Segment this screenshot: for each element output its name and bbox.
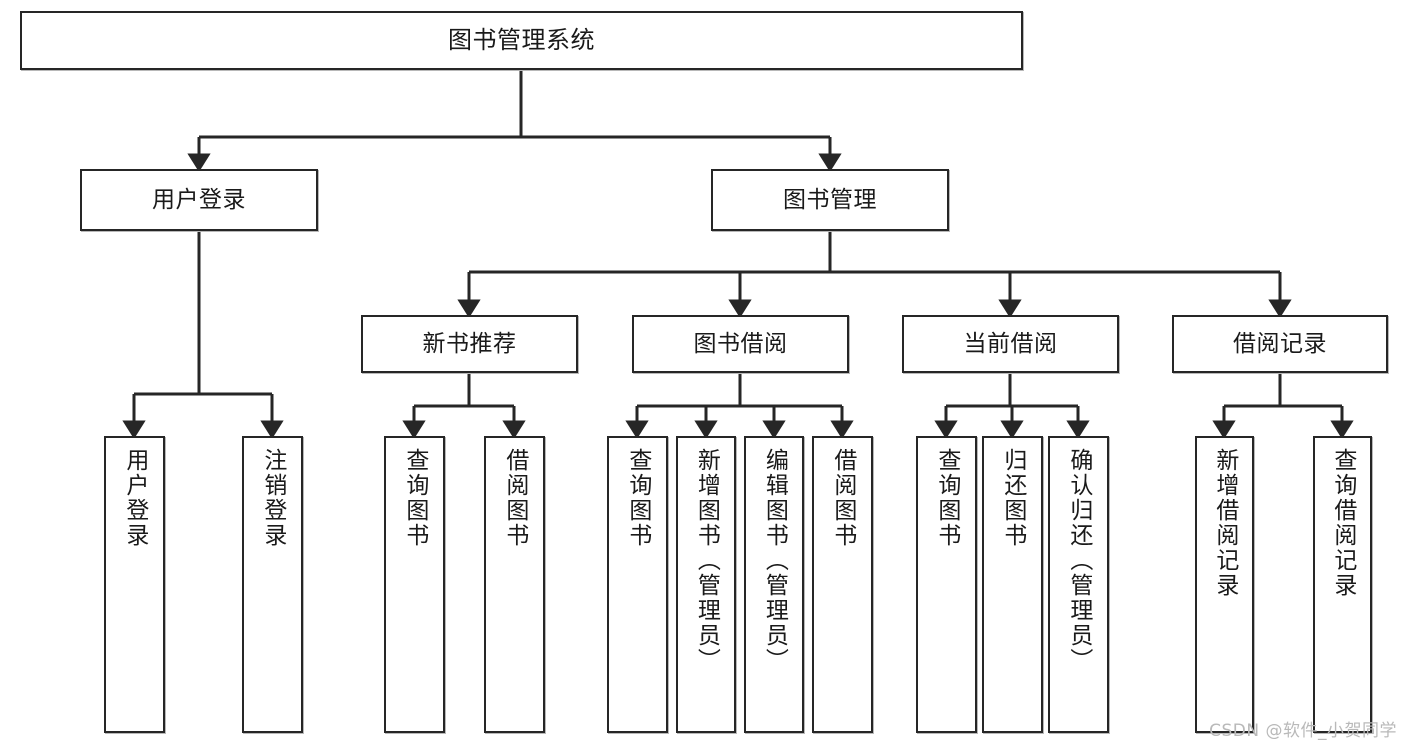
node-borrow-record[interactable]: 借阅记录 xyxy=(1172,315,1388,373)
node-label: 图书管理 xyxy=(783,186,877,213)
leaf-edit-book[interactable]: 编辑图书（管理员） xyxy=(744,436,804,733)
node-label: 借阅图书 xyxy=(829,448,856,548)
node-label: 查询图书 xyxy=(624,448,651,548)
leaf-query-book-1[interactable]: 查询图书 xyxy=(384,436,445,733)
leaf-return-book[interactable]: 归还图书 xyxy=(982,436,1043,733)
leaf-query-book-3[interactable]: 查询图书 xyxy=(916,436,977,733)
node-label: 新增图书（管理员） xyxy=(693,448,720,673)
node-label: 注销登录 xyxy=(259,448,286,548)
leaf-add-book[interactable]: 新增图书（管理员） xyxy=(676,436,736,733)
leaf-borrow-book-1[interactable]: 借阅图书 xyxy=(484,436,545,733)
leaf-query-record[interactable]: 查询借阅记录 xyxy=(1313,436,1372,733)
node-label: 新增借阅记录 xyxy=(1211,448,1238,598)
node-label: 编辑图书（管理员） xyxy=(761,448,788,673)
node-label: 当前借阅 xyxy=(963,330,1058,357)
watermark: CSDN @软件_小贺同学 xyxy=(1209,721,1397,741)
node-new-book-recommend[interactable]: 新书推荐 xyxy=(361,315,578,373)
node-current-borrow[interactable]: 当前借阅 xyxy=(902,315,1119,373)
node-root-system[interactable]: 图书管理系统 xyxy=(20,11,1023,70)
node-label: 归还图书 xyxy=(999,448,1026,548)
leaf-confirm-return[interactable]: 确认归还（管理员） xyxy=(1048,436,1109,733)
leaf-borrow-book-2[interactable]: 借阅图书 xyxy=(812,436,873,733)
leaf-user-logout[interactable]: 注销登录 xyxy=(242,436,303,733)
leaf-query-book-2[interactable]: 查询图书 xyxy=(607,436,668,733)
node-label: 图书借阅 xyxy=(693,330,788,357)
node-label: 图书管理系统 xyxy=(448,25,595,54)
node-label: 查询图书 xyxy=(933,448,960,548)
node-book-borrow[interactable]: 图书借阅 xyxy=(632,315,849,373)
node-user-login[interactable]: 用户登录 xyxy=(80,169,318,231)
node-label: 确认归还（管理员） xyxy=(1065,448,1092,673)
node-label: 新书推荐 xyxy=(422,330,517,357)
leaf-user-login[interactable]: 用户登录 xyxy=(104,436,165,733)
node-label: 用户登录 xyxy=(121,448,148,548)
node-label: 借阅记录 xyxy=(1233,330,1327,357)
node-label: 查询借阅记录 xyxy=(1329,448,1356,598)
node-label: 用户登录 xyxy=(152,186,246,213)
node-book-management[interactable]: 图书管理 xyxy=(711,169,949,231)
node-label: 查询图书 xyxy=(401,448,428,548)
leaf-add-record[interactable]: 新增借阅记录 xyxy=(1195,436,1254,733)
node-label: 借阅图书 xyxy=(501,448,528,548)
